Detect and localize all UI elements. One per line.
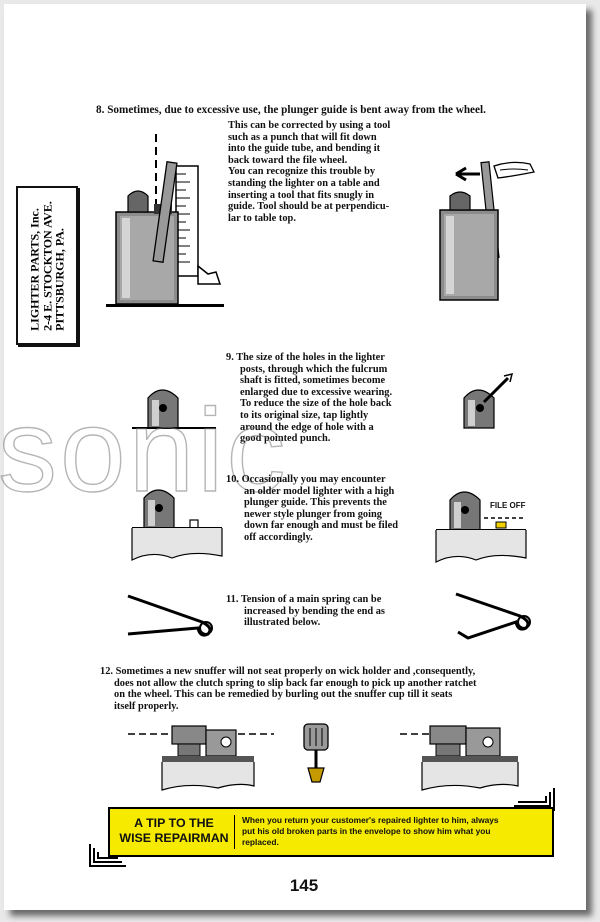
lighter-tilted-tool-illustration: [439, 161, 535, 301]
high-plunger-guide-illustration: [131, 489, 223, 561]
arrow-left-icon: [455, 166, 480, 182]
snuffer-left-illustration: [128, 725, 274, 791]
company-stamp: LIGHTER PARTS, Inc. 2-4 E. STOCKTON AVE.…: [16, 186, 78, 345]
tip-divider: [234, 815, 236, 849]
lighter-post-punch-illustration: [463, 372, 514, 429]
spring-illustration: [127, 594, 213, 637]
bent-spring-illustration: [455, 592, 531, 640]
lighter-post-illustration: [132, 389, 216, 429]
hand-icon: [493, 161, 535, 179]
tip-box: A TIP TO THE WISE REPAIRMAN When you ret…: [108, 807, 554, 857]
filed-plunger-guide-illustration: [435, 491, 527, 563]
tipbox-decoration-bottom-left: [89, 844, 126, 867]
item9-text: 9. The size of the holes in the lighter …: [226, 352, 393, 445]
item8-heading: 8. Sometimes, due to excessive use, the …: [96, 104, 486, 116]
item12-text: 12. Sometimes a new snuffer will not sea…: [100, 666, 477, 712]
lighter-with-punch-illustration: [106, 134, 224, 307]
item8-body: This can be corrected by using a tool su…: [228, 120, 391, 224]
tip-body: When you return your customer's repaired…: [242, 815, 499, 848]
item10-text: 10. Occasionally you may encounter an ol…: [226, 474, 398, 543]
page-number: 145: [289, 876, 319, 895]
file-off-label: FILE OFF: [490, 501, 526, 510]
tip-title: A TIP TO THE WISE REPAIRMAN: [119, 816, 229, 845]
manual-page: 8. Sometimes, due to excessive use, the …: [0, 4, 586, 910]
item11-text: 11. Tension of a main spring can be incr…: [226, 594, 385, 629]
snuffer-right-illustration: [400, 725, 519, 791]
snuffer-illustration: [303, 723, 329, 783]
